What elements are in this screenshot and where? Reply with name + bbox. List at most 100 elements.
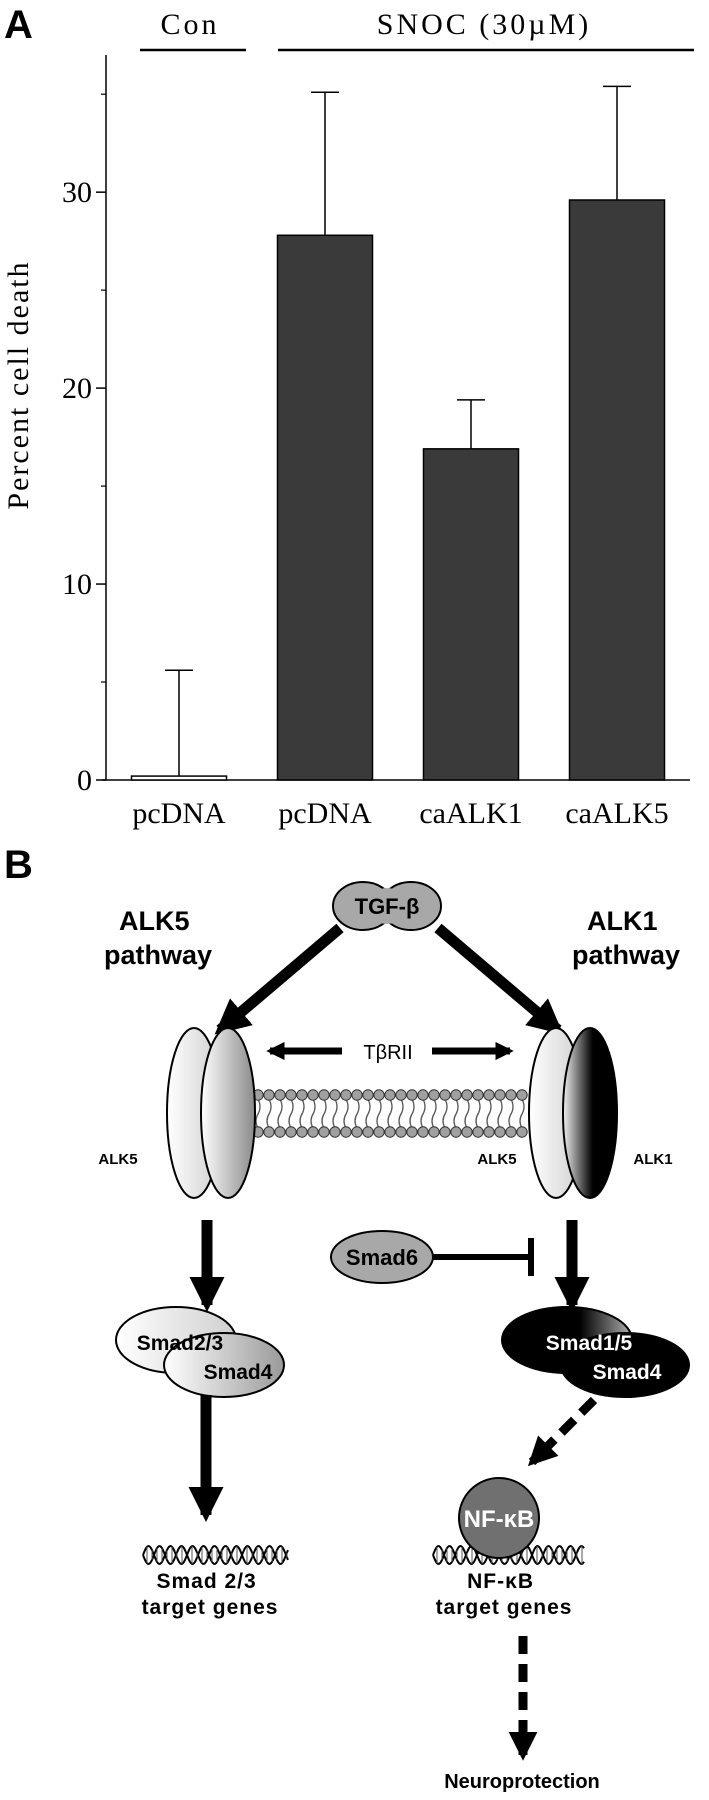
lipid-head <box>318 1089 330 1101</box>
x-tick-label: pcDNA <box>132 797 226 830</box>
lipid-tail <box>321 1098 327 1129</box>
lipid-head <box>472 1089 484 1101</box>
neuroprotection-label: Neuroprotection <box>444 1771 600 1793</box>
lipid-head <box>483 1126 495 1138</box>
lipid-head <box>406 1126 418 1138</box>
dashed-arrow-smad15-to-nfkb <box>527 1396 598 1467</box>
lipid-head <box>505 1089 517 1101</box>
cell-membrane <box>252 1089 528 1138</box>
lipid-head <box>450 1089 462 1101</box>
lipid-head <box>494 1089 506 1101</box>
lipid-tail <box>376 1098 382 1129</box>
nfkb-node <box>458 1477 540 1559</box>
dna-helix-left <box>142 1545 289 1565</box>
lipid-head <box>483 1089 495 1101</box>
panel-b-letter: B <box>4 843 33 887</box>
alk5-label-right: ALK5 <box>477 1151 516 1168</box>
lipid-tail <box>497 1098 503 1129</box>
lipid-head <box>318 1126 330 1138</box>
lipid-tail <box>277 1098 283 1129</box>
lipid-tail <box>486 1098 492 1129</box>
dna-strand <box>432 1545 585 1565</box>
lipid-head <box>362 1126 374 1138</box>
lipid-head <box>340 1089 352 1101</box>
lipid-tail <box>409 1098 415 1129</box>
smad6-label: Smad6 <box>346 1245 418 1270</box>
lipid-tail <box>332 1098 338 1129</box>
lipid-head <box>428 1126 440 1138</box>
alk5-alk1-receptor-right <box>528 1027 618 1199</box>
dna-strand <box>142 1545 289 1565</box>
lipid-head <box>505 1126 517 1138</box>
lipid-head <box>428 1089 440 1101</box>
lipid-head <box>373 1089 385 1101</box>
lipid-tail <box>398 1098 404 1129</box>
arrow-ligand-to-alk1 <box>434 923 564 1035</box>
lipid-head <box>285 1089 297 1101</box>
x-tick-label: pcDNA <box>278 797 372 830</box>
lipid-head <box>351 1089 363 1101</box>
lipid-head <box>296 1089 308 1101</box>
y-tick-label: 20 <box>62 372 92 405</box>
lipid-head <box>307 1126 319 1138</box>
tbrii-label: TβRII <box>363 1042 412 1064</box>
lipid-tail <box>365 1098 371 1129</box>
y-tick-label: 10 <box>62 568 92 601</box>
lipid-tail <box>442 1098 448 1129</box>
y-axis-label: Percent cell death <box>2 260 35 509</box>
lipid-tail <box>464 1098 470 1129</box>
lipid-head <box>450 1126 462 1138</box>
lipid-head <box>417 1126 429 1138</box>
lipid-tail <box>475 1098 481 1129</box>
y-tick-label: 0 <box>77 764 92 797</box>
lipid-tail <box>354 1098 360 1129</box>
tgf-beta-ligand: TGF-β <box>332 881 442 931</box>
smad4-label-left: Smad4 <box>204 1361 273 1384</box>
bar <box>568 199 666 781</box>
smad4-label-right: Smad4 <box>593 1361 662 1384</box>
lipid-head <box>384 1126 396 1138</box>
lipid-head <box>439 1089 451 1101</box>
alk5-pathway-title: ALK5 pathway <box>104 906 212 970</box>
lipid-head <box>362 1089 374 1101</box>
bar <box>422 448 520 781</box>
lipid-head <box>395 1126 407 1138</box>
lipid-head <box>329 1126 341 1138</box>
alk1-label-right: ALK1 <box>633 1151 672 1168</box>
nfkb-target-genes: NF-κB target genes <box>436 1570 573 1619</box>
lipid-tail <box>431 1098 437 1129</box>
group-label-snoc: SNOC (30µM) <box>377 8 591 41</box>
alk5-label-left: ALK5 <box>98 1151 137 1168</box>
lipid-head <box>307 1089 319 1101</box>
group-label-con: Con <box>160 8 219 41</box>
lipid-head <box>472 1126 484 1138</box>
lipid-head <box>395 1089 407 1101</box>
lipid-tail <box>299 1098 305 1129</box>
lipid-tail <box>255 1098 261 1129</box>
nfkb-label: NF-κB <box>464 1506 535 1533</box>
y-tick-label: 30 <box>62 176 92 209</box>
smad23-label: Smad2/3 <box>137 1332 223 1355</box>
lipid-tail <box>310 1098 316 1129</box>
lipid-head <box>340 1126 352 1138</box>
panel-a-letter: A <box>4 3 33 47</box>
lipid-tail <box>266 1098 272 1129</box>
lipid-head <box>274 1089 286 1101</box>
lipid-head <box>285 1126 297 1138</box>
tgf-beta-label: TGF-β <box>355 894 420 919</box>
smad23-target-genes: Smad 2/3 target genes <box>142 1570 279 1619</box>
lipid-tail <box>387 1098 393 1129</box>
alk5-receptor-left <box>166 1027 256 1199</box>
lipid-head <box>406 1089 418 1101</box>
lipid-head <box>373 1126 385 1138</box>
lipid-head <box>494 1126 506 1138</box>
lipid-head <box>516 1126 528 1138</box>
smad15-smad4-complex <box>501 1306 690 1398</box>
alk1-pathway-title: ALK1 pathway <box>572 906 680 970</box>
lipid-tail <box>519 1098 525 1129</box>
lipid-head <box>296 1126 308 1138</box>
smad23-smad4-complex <box>115 1306 285 1398</box>
lipid-tail <box>420 1098 426 1129</box>
